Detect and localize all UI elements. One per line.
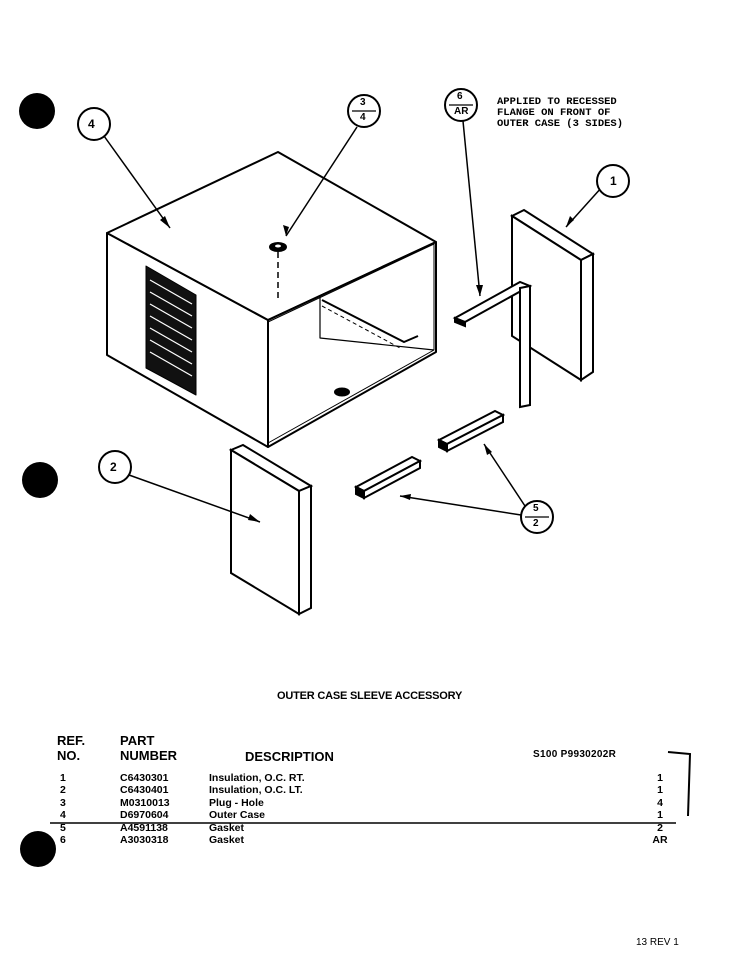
part-2: C6430401 (120, 784, 169, 797)
note-line-2: FLANGE ON FRONT OF (497, 107, 611, 119)
header-description: DESCRIPTION (245, 749, 334, 764)
callout-label-1: 1 (610, 174, 617, 188)
note-line-3: OUTER CASE (3 SIDES) (497, 118, 624, 130)
part-4: D6970604 (120, 809, 169, 822)
leader-arrowheads (160, 216, 574, 522)
binder-hole-bottom (20, 831, 56, 867)
ref-4: 4 (60, 809, 66, 822)
qty-3: 4 (657, 796, 663, 809)
callout-circle-1 (596, 164, 630, 198)
insulation-left-panel (228, 443, 314, 616)
callout-circle-4 (77, 107, 111, 141)
gasket-note: APPLIED TO RECESSED FLANGE ON FRONT OF O… (497, 97, 623, 130)
qty-5: 2 (657, 821, 663, 834)
callout-label-3: 3 (360, 97, 366, 108)
desc-2: Insulation, O.C. LT. (209, 784, 303, 797)
gasket-strip (452, 280, 533, 409)
ref-2: 2 (60, 784, 66, 797)
callout-label-4: 4 (88, 117, 95, 131)
ref-3: 3 (60, 796, 66, 809)
revision-label: 13 REV 1 (636, 937, 679, 948)
model-number: S100 P9930202R (533, 749, 617, 760)
qty-4: 1 (657, 809, 663, 822)
outer-case (106, 151, 437, 448)
header-part-line2: NUMBER (120, 748, 178, 763)
desc-4: Outer Case (209, 809, 266, 822)
desc-1: Insulation, O.C. RT. (209, 772, 305, 784)
part-number-column: C6430301 C6430401 M0310013 D6970604 A459… (120, 772, 170, 846)
header-ref-no: REF. NO. (57, 733, 85, 763)
description-column: Insulation, O.C. RT. Insulation, O.C. LT… (209, 772, 305, 846)
ref-column: 1 2 3 4 5 6 (60, 772, 66, 846)
qty-1: 1 (657, 772, 663, 784)
header-part-number: PART NUMBER (120, 733, 177, 763)
part-5: A4591138 (120, 821, 168, 834)
gasket-blocks (353, 409, 506, 500)
header-ref-line1: REF. (57, 733, 86, 748)
note-line-1: APPLIED TO RECESSED (497, 96, 617, 108)
callout-label-3-sub: 4 (360, 112, 366, 123)
part-3: M0310013 (120, 796, 170, 809)
binder-hole-middle (22, 462, 58, 498)
leader-lines (103, 120, 603, 523)
model-bracket (667, 751, 692, 817)
callout-label-5: 5 (533, 503, 539, 514)
header-part-line1: PART (120, 733, 155, 748)
quantity-column: 1 1 4 1 2 AR (650, 772, 670, 846)
callout-circle-2 (98, 450, 132, 484)
qty-2: 1 (657, 784, 663, 797)
ref-6: 6 (60, 834, 66, 847)
ref-5: 5 (60, 821, 66, 834)
part-1: C6430301 (120, 772, 169, 784)
qty-6: AR (652, 834, 668, 847)
callout-label-2: 2 (110, 460, 117, 474)
desc-3: Plug - Hole (209, 796, 264, 809)
callout-label-5-sub: 2 (533, 518, 539, 529)
binder-hole-top (19, 93, 55, 129)
ref-1: 1 (60, 772, 66, 784)
callout-label-6: 6 (457, 91, 463, 102)
header-ref-line2: NO. (57, 748, 81, 763)
callout-label-6-sub: AR (454, 106, 469, 117)
desc-5: Gasket (209, 821, 245, 834)
diagram-caption: OUTER CASE SLEEVE ACCESSORY (277, 690, 463, 702)
part-6: A3030318 (120, 834, 169, 847)
desc-6: Gasket (209, 834, 245, 847)
